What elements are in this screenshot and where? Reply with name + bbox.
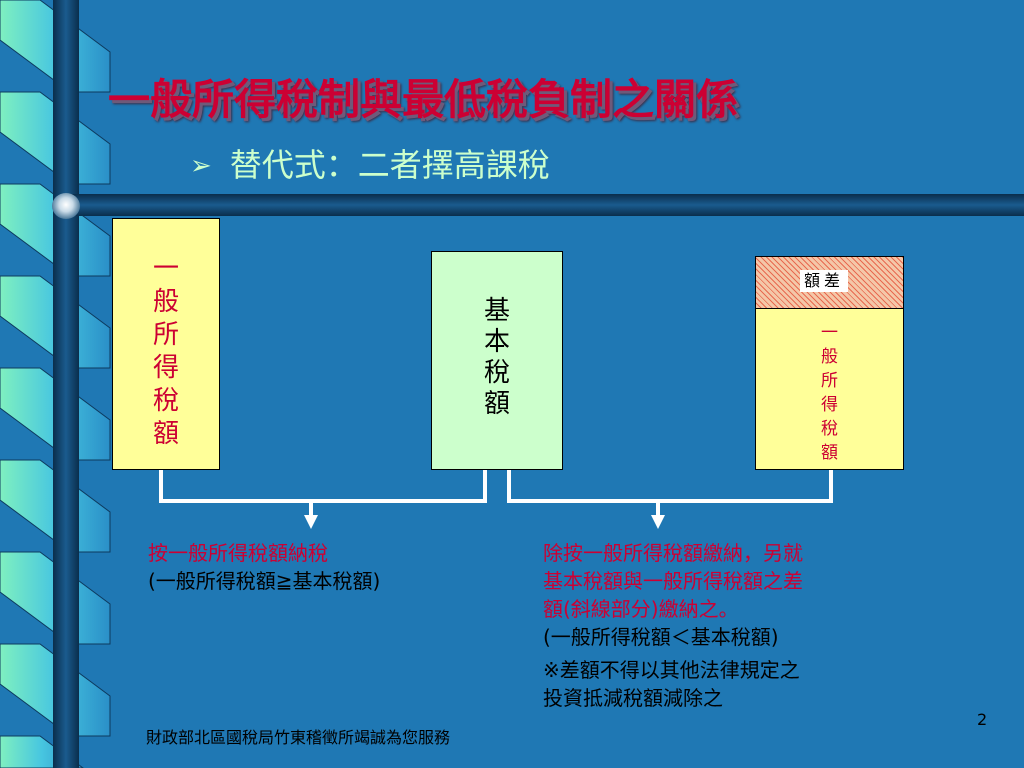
note-right-line-5: ※差額不得以其他法律規定之 [543,658,800,682]
general-income-tax-label-right: 一般所得稅額 [821,323,838,463]
page-number: 2 [977,710,988,729]
general-income-tax-label: 一般所得稅額 [152,254,179,449]
bracket-left-stem [309,501,313,517]
arrow-down-left [304,515,318,529]
difference-label: 額差 [800,270,849,292]
bracket-left-vertical-b [483,470,487,502]
horizontal-divider [62,194,1024,216]
difference-box: 額差 [755,256,904,309]
bracket-right-stem [656,501,660,517]
note-left: 按一般所得稅額納稅 (一般所得稅額≧基本稅額) [148,539,380,595]
note-left-line-2: (一般所得稅額≧基本稅額) [148,569,381,593]
bracket-right-horizontal [507,499,833,503]
bracket-left-horizontal [159,499,487,503]
bracket-right-vertical-a [507,470,511,502]
general-income-tax-box-right: 一般所得稅額 [755,308,904,470]
note-right-line-4: (一般所得稅額＜基本稅額) [543,625,779,649]
footer-text: 財政部北區國稅局竹東稽徵所竭誠為您服務 [146,728,451,747]
bracket-right-vertical-b [829,470,833,502]
note-right-line-2: 基本稅額與一般所得稅額之差 [543,569,803,593]
arrowhead-bullet-icon: ➢ [190,151,212,181]
note-right-line-3: 額(斜線部分)繳納之。 [543,597,739,621]
subtitle: ➢ 替代式：二者擇高課稅 [190,143,550,188]
arrow-down-right [651,515,665,529]
slide-title: 一般所得稅制與最低稅負制之關係 [108,75,739,124]
general-income-tax-box: 一般所得稅額 [112,218,220,470]
note-right: 除按一般所得稅額繳納，另就 基本稅額與一般所得稅額之差 額(斜線部分)繳納之。 … [543,539,803,712]
basic-tax-label: 基本稅額 [483,296,510,419]
note-left-line-1: 按一般所得稅額納稅 [148,541,328,565]
subtitle-text: 替代式：二者擇高課稅 [229,146,550,184]
decorative-ribbon [0,0,120,768]
note-right-line-6: 投資抵減稅額減除之 [543,686,723,710]
bracket-left-vertical-a [159,470,163,502]
note-right-line-1: 除按一般所得稅額繳納，另就 [543,541,803,565]
divider-knob [52,193,80,219]
basic-tax-box: 基本稅額 [431,251,563,470]
